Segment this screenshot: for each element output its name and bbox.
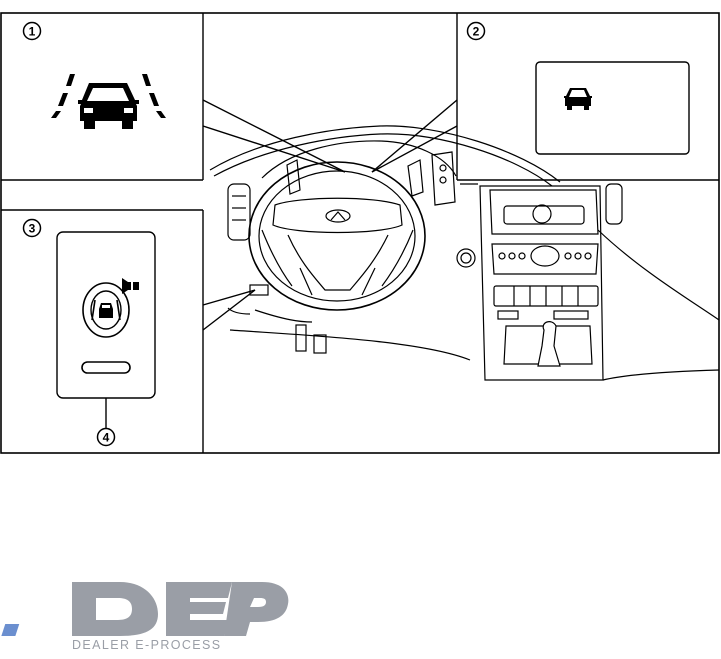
callout-1: 1 xyxy=(24,23,41,40)
display-screen xyxy=(536,62,689,154)
callout-1-label: 1 xyxy=(29,25,36,39)
dashboard-illustration xyxy=(210,126,719,380)
callout-3: 3 xyxy=(24,220,41,237)
switch-panel xyxy=(57,232,155,398)
indicator-lamp xyxy=(82,362,130,373)
dep-logo xyxy=(1,582,288,636)
callout-2: 2 xyxy=(468,23,485,40)
callout-3-label: 3 xyxy=(29,222,36,236)
lane-departure-car-icon xyxy=(51,74,166,129)
callout-4-label: 4 xyxy=(103,431,110,445)
callout-2-label: 2 xyxy=(473,25,480,39)
dep-logo-tagline: DEALER E-PROCESS xyxy=(72,638,222,652)
